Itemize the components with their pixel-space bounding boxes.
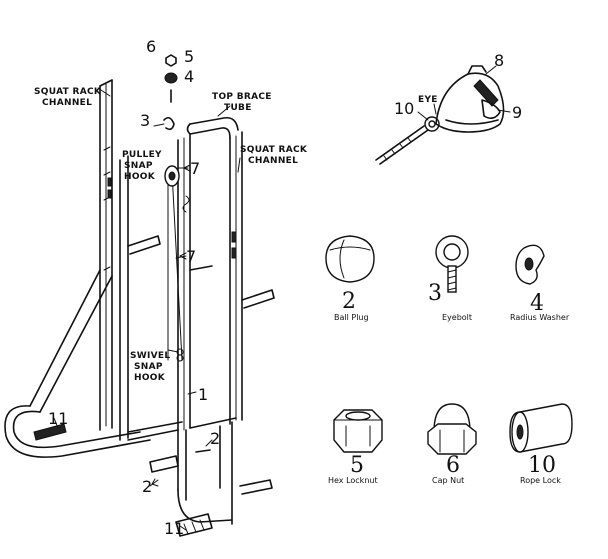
squat-rack-channel-left-label-line1: SQUAT RACK — [34, 87, 102, 97]
swivel-snap-hook-label-line1: SWIVEL — [130, 351, 170, 361]
pulley-snap-hook-label-line2: SNAP — [124, 161, 153, 171]
legend-number-rope-lock: 10 — [528, 453, 556, 478]
squat-rack-frame — [4, 79, 275, 537]
pulley-snap-hook-label-line1: PULLEY — [122, 150, 162, 160]
rope-lock-icon — [509, 403, 573, 453]
part-number-11-bottom: 11 — [164, 519, 184, 538]
squat-rack-channel-right-label-line1: SQUAT RACK — [240, 145, 308, 155]
part-number-1: 1 — [198, 385, 208, 404]
legend-caption-ball-plug: Ball Plug — [334, 313, 369, 322]
part-number-6: 6 — [146, 37, 156, 56]
pulley-snap-hook-label-line3: HOOK — [124, 172, 156, 182]
part-number-3: 3 — [140, 111, 150, 130]
swivel-snap-hook-label-line3: HOOK — [134, 373, 166, 383]
legend-labels: 2 Ball Plug 3 Eyebolt 4 Radius Washer 5 … — [328, 281, 570, 485]
cap-nut-icon — [427, 403, 477, 455]
legend-caption-rope-lock: Rope Lock — [520, 476, 561, 485]
squat-rack-channel-right-label-line2: CHANNEL — [248, 156, 298, 166]
legend-number-radius-washer: 4 — [530, 291, 544, 316]
pulley-eye-detail — [375, 65, 511, 165]
part-number-8: 8 — [494, 51, 504, 70]
arrow-marks — [151, 164, 191, 487]
part-number-2-right: 2 — [210, 429, 220, 448]
legend-caption-cap-nut: Cap Nut — [432, 476, 464, 485]
part-number-9: 9 — [512, 103, 522, 122]
top-hardware-stack — [163, 54, 178, 131]
legend-number-hex-locknut: 5 — [350, 453, 364, 478]
squat-rack-channel-left-label-line2: CHANNEL — [42, 98, 92, 108]
part-number-labels: 6 5 4 3 7 7 1 2 2 11 11 8 9 10 — [48, 37, 522, 538]
callout-labels: SQUAT RACK CHANNEL TOP BRACE TUBE SQUAT … — [34, 87, 438, 383]
legend-caption-hex-locknut: Hex Locknut — [328, 476, 378, 485]
hex-locknut-icon — [333, 409, 383, 453]
legend-number-ball-plug: 2 — [342, 289, 356, 314]
part-number-10: 10 — [394, 99, 414, 118]
top-brace-tube-label-line1: TOP BRACE — [212, 92, 272, 102]
legend-number-cap-nut: 6 — [446, 453, 460, 478]
eyebolt-icon — [435, 235, 469, 293]
legend-caption-eyebolt: Eyebolt — [442, 313, 472, 322]
part-number-2-left: 2 — [142, 477, 152, 496]
legend-number-eyebolt: 3 — [428, 281, 442, 306]
part-number-7-upper: 7 — [190, 159, 200, 178]
part-number-11-left: 11 — [48, 409, 68, 428]
part-number-7-lower: 7 — [186, 247, 196, 266]
part-number-4: 4 — [184, 67, 194, 86]
radius-washer-icon — [515, 244, 545, 285]
ball-plug-icon — [325, 235, 375, 283]
eye-label: EYE — [418, 95, 438, 105]
top-brace-tube-label-line2: TUBE — [224, 103, 252, 113]
swivel-snap-hook-label-line2: SNAP — [134, 362, 163, 372]
part-number-5: 5 — [184, 47, 194, 66]
legend-caption-radius-washer: Radius Washer — [510, 313, 570, 322]
